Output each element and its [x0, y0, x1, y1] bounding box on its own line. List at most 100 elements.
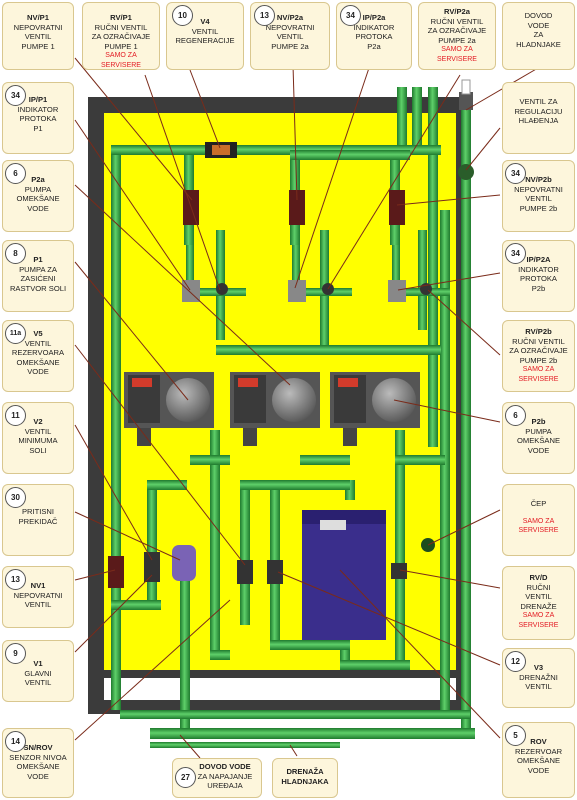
label-dovod-hladnjak: DOVOD VODE ZA HLADNJAKE	[502, 2, 575, 70]
label-desc: RUČNI VENTIL ZA OZRAČIVAJE PUMPE 2b	[509, 336, 568, 365]
label-ventil-reg: VENTIL ZA REGULACIJU HLAĐENJA	[502, 82, 575, 154]
label-desc: VENTIL REZERVOARA OMEKŠANE VODE	[11, 338, 65, 377]
badge-nv-p2a: 13	[254, 5, 275, 26]
valve-v2	[144, 552, 160, 582]
inlet-valve-top	[459, 92, 473, 110]
label-desc: NEPOVRATNI VENTIL PUMPE 2b	[514, 184, 563, 213]
label-code: P2b	[531, 417, 546, 426]
label-rv-p1: RV/P1 RUČNI VENTIL ZA OZRAČIVAJE PUMPE 1…	[82, 2, 160, 70]
label-desc: NEPOVRATNI VENTIL PUMPE 1	[13, 22, 63, 51]
label-code: RV/P2b	[525, 327, 552, 336]
badge-v2: 11	[5, 405, 26, 426]
pump-p2a	[230, 372, 320, 446]
label-desc: PUMPA OMEKŠANE VODE	[16, 184, 60, 213]
pressure-switch	[172, 545, 196, 581]
label-desc: RUČNI VENTIL ZA OZRAČIVAJE PUMPE 1	[91, 22, 151, 51]
label-desc: ČEP	[530, 499, 547, 508]
label-desc: INDIKATOR PROTOKA P1	[17, 104, 59, 133]
label-desc: GLAVNI VENTIL	[24, 668, 52, 688]
label-code: RV/D	[529, 573, 548, 582]
label-nv1: NV1 NEPOVRATNI VENTIL	[2, 566, 74, 628]
badge-dovod-vode: 27	[175, 767, 196, 788]
badge-ip-p2a-top: 34	[340, 5, 361, 26]
label-v1: V1 GLAVNI VENTIL	[2, 640, 74, 702]
label-code: RV/P2a	[443, 7, 471, 16]
label-code: DOVOD VODE	[199, 762, 251, 771]
leader-lines	[74, 57, 539, 759]
label-code: NV/P2b	[525, 175, 552, 184]
valve-v5	[237, 560, 253, 584]
label-code: IP/P2a	[362, 13, 386, 22]
check-valve-nv1	[108, 556, 124, 588]
badge-v1: 9	[5, 643, 26, 664]
label-drenaza: DRENAŽA HLADNJAKA	[272, 758, 338, 798]
label-desc: NEPOVRATNI VENTIL	[13, 590, 63, 610]
label-desc: VENTIL ZA REGULACIJU HLAĐENJA	[514, 97, 563, 126]
label-code: ROV	[530, 737, 547, 746]
badge-nv-p2b: 34	[505, 163, 526, 184]
pump-p1	[124, 372, 214, 446]
label-desc: NEPOVRATNI VENTIL PUMPE 2a	[265, 22, 315, 51]
badge-nv1: 13	[5, 569, 26, 590]
valve-v3	[267, 560, 283, 584]
badge-p1-pumpa: 8	[5, 243, 26, 264]
label-code: DRENAŽA HLADNJAKA	[281, 767, 329, 786]
label-cep: ČEP SAMO ZA SERVISERE	[502, 484, 575, 556]
label-desc: INDIKATOR PROTOKA P2b	[518, 264, 559, 293]
label-code: V5	[33, 329, 43, 338]
label-note: SAMO ZA SERVISERE	[101, 52, 141, 69]
label-code: SN/ROV	[23, 743, 53, 752]
label-code: V4	[200, 17, 210, 26]
label-desc: VENTIL REGENERACIJE	[175, 26, 235, 46]
badge-rov: 5	[505, 725, 526, 746]
label-desc: DOVOD VODE ZA HLADNJAKE	[516, 11, 561, 49]
badge-ip-p2a-right: 34	[505, 243, 526, 264]
label-note: SAMO ZA SERVISERE	[437, 46, 477, 63]
label-desc: PUMPA ZA ZASIĆENI RASTVOR SOLI	[9, 264, 67, 293]
label-p1-pumpa: P1 PUMPA ZA ZASIĆENI RASTVOR SOLI	[2, 240, 74, 312]
label-desc: PRITISNI PREKIDAČ	[18, 507, 58, 526]
label-desc: ZA NAPAJANJE UREĐAJA	[197, 771, 253, 791]
label-desc: RUČNI VENTIL ZA OZRAČIVAJE PUMPE 2a	[427, 16, 487, 45]
badge-v4: 10	[172, 5, 193, 26]
label-code: NV1	[30, 581, 46, 590]
label-note: SAMO ZA SERVISERE	[518, 517, 559, 535]
label-code: V3	[533, 663, 544, 672]
label-nv-p1: NV/P1 NEPOVRATNI VENTIL PUMPE 1	[2, 2, 74, 70]
label-code: IP/P1	[28, 95, 48, 104]
label-desc: DRENAŽNI VENTIL	[519, 672, 558, 692]
badge-sn-rov: 14	[5, 731, 26, 752]
label-note: SAMO ZA SERVISERE	[518, 366, 559, 383]
label-code: P1	[33, 255, 43, 264]
pump-p2b	[330, 372, 420, 446]
flow-indicator-p2b	[388, 280, 406, 302]
badge-v5: 11a	[5, 323, 26, 344]
frame-bottom-opening	[104, 678, 456, 700]
label-code: V1	[33, 659, 43, 668]
label-code: IP/P2A	[526, 255, 551, 264]
label-code: RV/P1	[110, 13, 132, 22]
valve-v4	[205, 142, 237, 158]
label-code: NV/P1	[27, 13, 49, 22]
label-desc: SENZOR NIVOA OMEKŠANE VODE	[9, 752, 67, 781]
label-desc: REZERVOAR OMEKŠANE VODE	[514, 746, 563, 775]
softened-water-tank	[302, 510, 386, 640]
drain-valve-rvd	[391, 563, 407, 579]
label-note: SAMO ZA SERVISERE	[518, 612, 559, 629]
flow-indicator-p2a	[288, 280, 306, 302]
badge-p2a-pumpa: 6	[5, 163, 26, 184]
label-rv-p2b: RV/P2b RUČNI VENTIL ZA OZRAČIVAJE PUMPE …	[502, 320, 575, 392]
label-code: P2a	[31, 175, 45, 184]
badge-pritisni: 30	[5, 487, 26, 508]
check-valve-p2b	[389, 190, 405, 225]
label-desc: PUMPA OMEKŠANE VODE	[516, 426, 561, 455]
badge-p2b-pumpa: 6	[505, 405, 526, 426]
regulation-valve	[458, 164, 474, 180]
label-rv-d: RV/D RUČNI VENTIL DRENAŽE SAMO ZA SERVIS…	[502, 566, 575, 640]
badge-v3: 12	[505, 651, 526, 672]
label-rv-p2a: RV/P2a RUČNI VENTIL ZA OZRAČIVAJE PUMPE …	[418, 2, 496, 70]
label-code: V2	[33, 417, 43, 426]
label-v5: V5 VENTIL REZERVOARA OMEKŠANE VODE	[2, 320, 74, 392]
